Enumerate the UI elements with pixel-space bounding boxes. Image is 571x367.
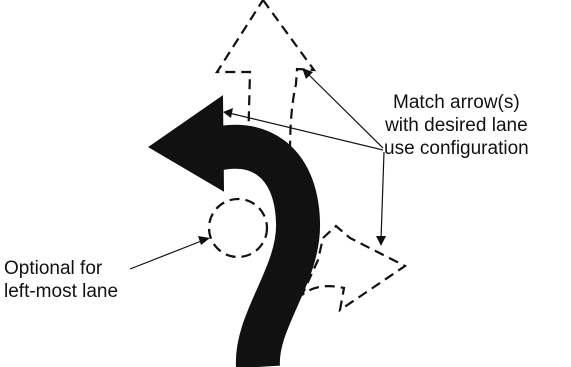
- match-arrows-label: Match arrow(s) with desired lane use con…: [384, 91, 529, 160]
- left-turn-arrow-head: [148, 95, 225, 192]
- leader-arrowhead-circle: [198, 236, 210, 245]
- leader-line-to-circle: [129, 239, 205, 270]
- optional-label-line-1: Optional for: [4, 258, 103, 279]
- leader-arrowhead-through: [302, 68, 313, 79]
- left-turn-arrow-stem: [206, 124, 320, 367]
- leader-line-to-right-turn-arrow: [380, 151, 385, 241]
- leader-line-to-through-arrow: [306, 72, 384, 149]
- leader-line-to-left-turn-arrow: [228, 112, 384, 151]
- leader-arrowhead-right-turn: [376, 236, 386, 246]
- match-arrows-label-line-3: use configuration: [384, 138, 529, 159]
- optional-left-most-lane-circle: [207, 197, 269, 259]
- match-arrows-label-line-1: Match arrow(s): [393, 92, 520, 113]
- optional-left-most-lane-label: Optional for left-most lane: [4, 257, 118, 303]
- leader-arrowhead-left-turn: [223, 108, 233, 118]
- optional-label-line-2: left-most lane: [4, 281, 119, 302]
- match-arrows-label-line-2: with desired lane: [385, 115, 528, 136]
